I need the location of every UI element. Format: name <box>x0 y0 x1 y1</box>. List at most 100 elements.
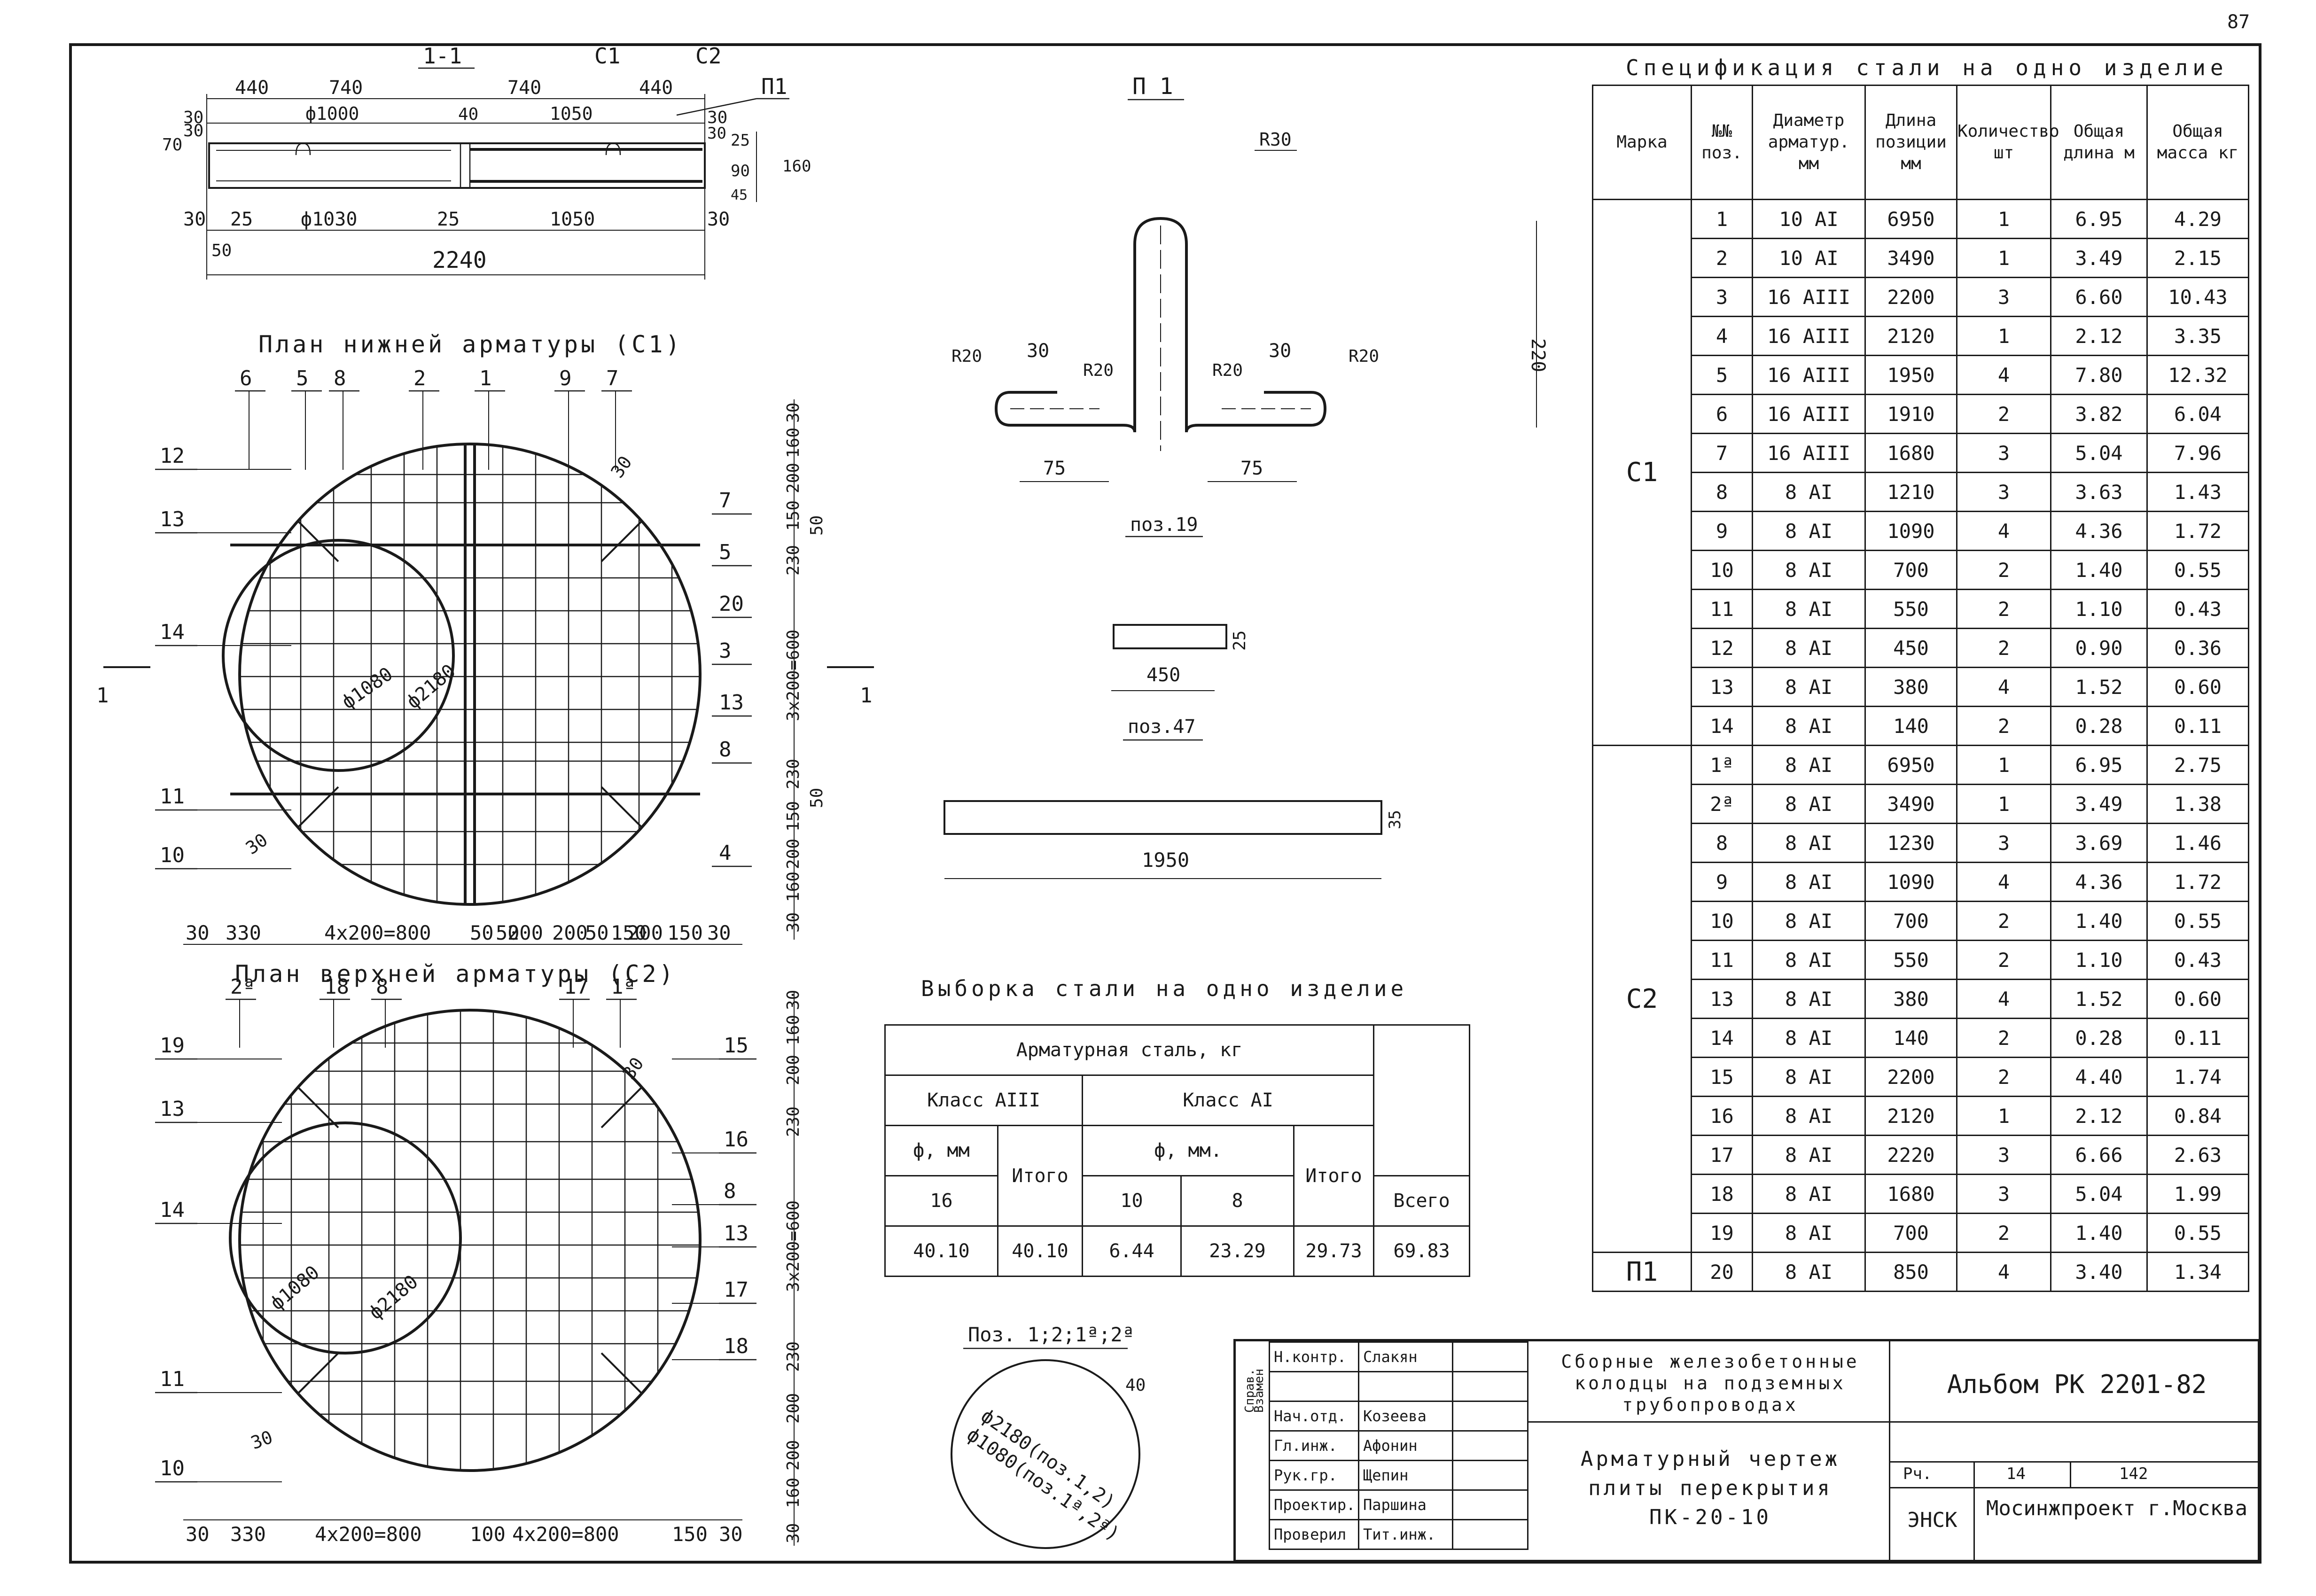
dim-label: 230 <box>784 545 803 576</box>
plan-upper-title: План верхней арматуры (С2) <box>235 960 676 988</box>
spec-cell: 3 <box>1956 472 2051 512</box>
callout-label: 5 <box>719 540 732 564</box>
tb-stage: ЭНСК <box>1907 1508 1957 1532</box>
tb-role: Рук.гр. <box>1269 1460 1359 1491</box>
plan-lower-grid <box>240 444 700 904</box>
callout-label: 1 <box>479 366 492 390</box>
bar1950-detail: 1950 35 <box>944 800 1404 879</box>
spec-cell: 8 АІ <box>1752 1096 1866 1136</box>
callout-label: 13 <box>724 1222 749 1246</box>
spec-cell: 6950 <box>1864 745 1957 785</box>
dim-mid-3: 40 <box>458 105 478 124</box>
dim-label: 160 <box>784 428 803 458</box>
spec-cell: 8 <box>1691 823 1753 863</box>
callout-label: 13 <box>160 1097 185 1121</box>
spec-cell: 3 <box>1956 823 2051 863</box>
spec-cell: 6.66 <box>2050 1135 2148 1175</box>
vyb-h-phi2: ф, мм. <box>1082 1125 1294 1176</box>
spec-cell: 3 <box>1956 1174 2051 1214</box>
dim-label: 160 <box>784 1015 803 1045</box>
spec-cell: 16 АІІІ <box>1752 355 1866 395</box>
spec-cell: 18 <box>1691 1174 1753 1214</box>
vyb-d8: 8 <box>1180 1175 1294 1227</box>
dim-label: 160 <box>784 1478 803 1508</box>
spec-cell: 1.52 <box>2050 979 2148 1019</box>
callout-label: 7 <box>719 489 732 513</box>
tb-side: Справ. Взамен <box>1236 1341 1270 1454</box>
spec-cell: 8 АІ <box>1752 901 1866 941</box>
pos47-h: 25 <box>1230 631 1249 651</box>
plan-lower-sect-l: 1 <box>96 684 109 708</box>
tb-person <box>1358 1371 1453 1402</box>
tb-signature <box>1452 1460 1528 1491</box>
spec-cell: 8 АІ <box>1752 784 1866 824</box>
dim-label: 160 <box>784 872 803 902</box>
spec-cell: 1090 <box>1864 511 1957 551</box>
spec-mark: С1 <box>1592 199 1692 746</box>
spec-cell: 2200 <box>1864 1057 1957 1097</box>
dim-label: 3x200=600 <box>784 630 803 721</box>
dim-label: 4x200=800 <box>324 921 431 944</box>
tb-signature <box>1452 1371 1528 1402</box>
dim-label: 230 <box>784 1106 803 1137</box>
spec-cell: 8 АІ <box>1752 1057 1866 1097</box>
spec-cell: 1 <box>1956 745 2051 785</box>
spec-cell: 13 <box>1691 667 1753 707</box>
spec-cell: 1.38 <box>2146 784 2249 824</box>
dim-label: 4x200=800 <box>315 1523 422 1546</box>
plan-lower-50b: 50 <box>807 788 827 808</box>
spec-cell: 0.28 <box>2050 706 2148 746</box>
plan-upper-d-inner: ф1080 <box>266 1261 324 1315</box>
spec-cell: 8 АІ <box>1752 1135 1866 1175</box>
spec-cell: 10 АІ <box>1752 238 1866 278</box>
callout-label: 7 <box>606 366 619 390</box>
dim-left-30: 30 <box>183 121 203 140</box>
spec-cell: 8 АІ <box>1752 1174 1866 1214</box>
vyb-vvsego: 69.83 <box>1373 1225 1471 1277</box>
tb-role: Проверил <box>1269 1519 1359 1550</box>
plan-upper-d-outer: ф2180 <box>365 1271 422 1324</box>
spec-cell: 8 АІ <box>1752 745 1866 785</box>
spec-cell: 14 <box>1691 1018 1753 1058</box>
vyb-h-main: Арматурная сталь, кг <box>884 1024 1375 1076</box>
dim-bot-25a: 25 <box>230 209 253 230</box>
spec-cell: 2 <box>1956 706 2051 746</box>
p1-dim220: 220 <box>1527 338 1549 372</box>
dim-label: 200 <box>784 1393 803 1424</box>
vyb-h-phi: ф, мм <box>884 1125 998 1176</box>
spec-cell: 0.84 <box>2146 1096 2249 1136</box>
spec-mark: П1 <box>1592 1252 1692 1292</box>
spec-cell: 4.36 <box>2050 862 2148 902</box>
p1-r20-lc: R20 <box>1083 361 1114 380</box>
dim-label: 200 <box>552 921 588 944</box>
spec-cell: 2220 <box>1864 1135 1957 1175</box>
spec-cell: 2.75 <box>2146 745 2249 785</box>
spec-h-pos: №№ поз. <box>1691 85 1753 200</box>
spec-cell: 2 <box>1956 1213 2051 1253</box>
spec-cell: 8 АІ <box>1752 550 1866 590</box>
spec-cell: 16 АІІІ <box>1752 433 1866 473</box>
spec-cell: 20 <box>1691 1252 1753 1292</box>
tb-role: Гл.инж. <box>1269 1430 1359 1461</box>
callout-label: 8 <box>724 1179 736 1203</box>
spec-cell: 4 <box>1956 862 2051 902</box>
plan-lower-d-outer: ф2180 <box>403 660 460 713</box>
spec-cell: 850 <box>1864 1252 1957 1292</box>
callout-label: 8 <box>334 366 346 390</box>
p1-r20-l: R20 <box>951 347 982 366</box>
dim-r-30: 30 <box>707 124 726 143</box>
spec-cell: 1.52 <box>2050 667 2148 707</box>
spec-cell: 2.12 <box>2050 316 2148 356</box>
dim-mid-4: 1050 <box>550 103 593 124</box>
spec-cell: 16 АІІІ <box>1752 277 1866 317</box>
spec-cell: 2ª <box>1691 784 1753 824</box>
dim-label: 230 <box>784 1341 803 1372</box>
tb-drawing: Арматурный чертеж плиты перекрытия ПК-20… <box>1580 1447 1840 1529</box>
